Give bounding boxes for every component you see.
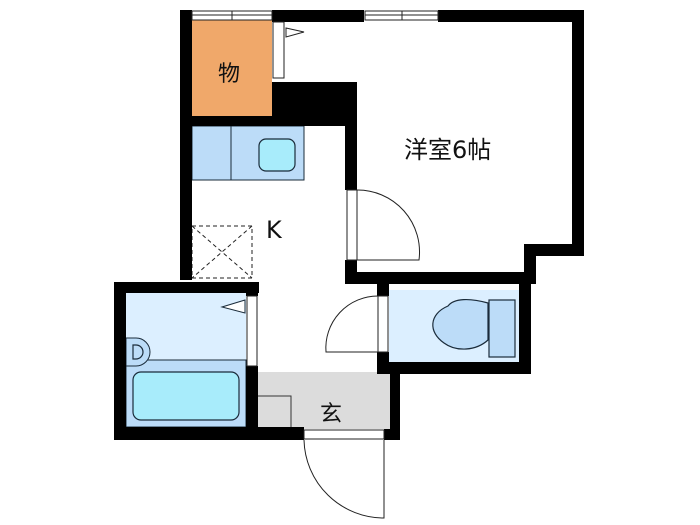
bathtub-icon [132,371,240,421]
room-door [346,189,420,261]
toilet-icon [432,299,489,350]
toilet-tank [488,299,516,358]
washbasin-icon [125,337,151,367]
storage-room-fill [192,20,272,116]
kitchen-label: K [266,216,282,244]
toilet-door [325,295,389,353]
refrigerator-space [191,225,253,279]
sink-icon [258,138,296,172]
entrance-fill [257,372,390,429]
entrance-label: 玄 [320,402,343,427]
windows [191,10,439,21]
front-door [303,429,385,519]
walls [114,10,584,440]
western-room-label: 洋室6帖 [404,136,492,164]
storage-label: 物 [218,62,241,87]
